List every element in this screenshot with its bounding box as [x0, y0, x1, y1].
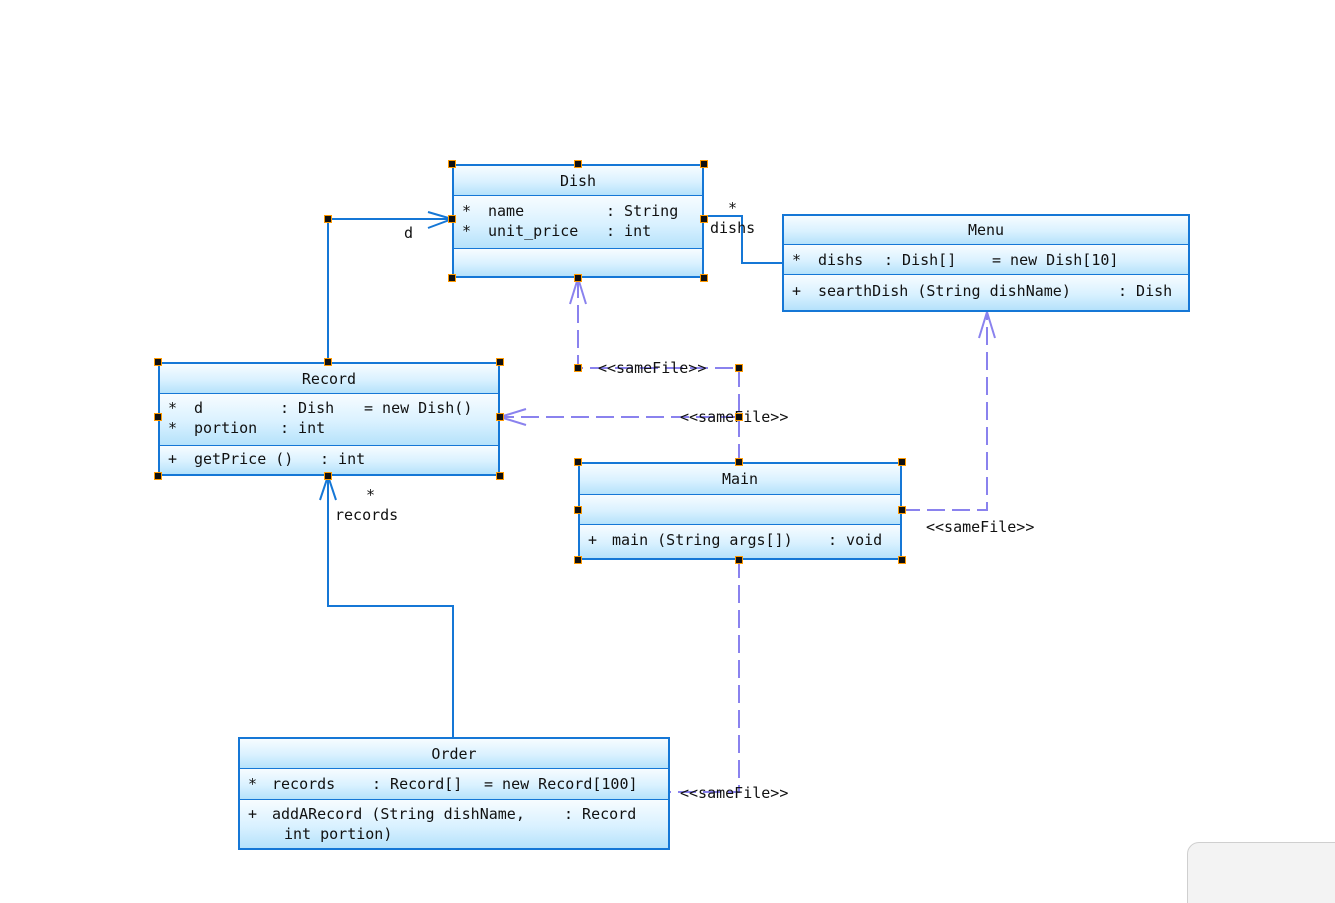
resize-handle[interactable]: [898, 506, 906, 514]
attribute-compartment: [580, 494, 900, 524]
attribute-d[interactable]: * d : Dish = new Dish(): [168, 399, 473, 417]
multiplicity-label-dishs: *: [728, 199, 738, 217]
attribute-dishs[interactable]: * dishs : Dish[] = new Dish[10]: [792, 251, 1119, 269]
resize-handle[interactable]: [324, 358, 332, 366]
class-menu[interactable]: Menu * dishs : Dish[] = new Dish[10] + s…: [782, 214, 1190, 312]
operation-addarecord-continuation: int portion): [284, 825, 393, 843]
attribute-compartment: * name : String * unit_price : int: [454, 195, 702, 248]
class-name: Order: [431, 744, 477, 763]
connector-control-point[interactable]: [735, 364, 743, 372]
stereotype-label-main-menu: <<sameFile>>: [926, 518, 1035, 536]
attribute-unit-price[interactable]: * unit_price : int: [462, 222, 652, 240]
class-name: Main: [721, 470, 759, 488]
association-menu-dish[interactable]: [704, 215, 782, 264]
operation-compartment: + searthDish (String dishName) : Dish: [784, 274, 1188, 310]
resize-handle[interactable]: [898, 458, 906, 466]
operation-searthdish[interactable]: + searthDish (String dishName) : Dish: [792, 282, 1173, 300]
floating-panel[interactable]: [1187, 842, 1335, 903]
resize-handle[interactable]: [700, 274, 708, 282]
attribute-compartment: * d : Dish = new Dish() * portion : int: [160, 393, 498, 445]
role-label-dishs: dishs: [710, 219, 756, 237]
attribute-records[interactable]: * records : Record[] = new Record[100]: [248, 775, 638, 793]
stereotype-label-main-order: <<sameFile>>: [680, 784, 789, 802]
association-order-record[interactable]: [327, 476, 454, 737]
resize-handle[interactable]: [735, 556, 743, 564]
dependency-main-order[interactable]: [670, 560, 740, 793]
attribute-compartment: * dishs : Dish[] = new Dish[10]: [784, 244, 1188, 274]
operation-getprice[interactable]: + getPrice () : int: [168, 450, 366, 468]
dependency-main-dish[interactable]: [577, 278, 740, 462]
class-order[interactable]: Order * records : Record[] = new Record[…: [238, 737, 670, 850]
resize-handle[interactable]: [154, 413, 162, 421]
resize-handle[interactable]: [324, 472, 332, 480]
resize-handle[interactable]: [154, 472, 162, 480]
class-name-compartment: Dish: [454, 166, 702, 195]
role-label-d: d: [404, 224, 414, 242]
connector-control-point[interactable]: [574, 364, 582, 372]
connector-control-point[interactable]: [324, 215, 332, 223]
resize-handle[interactable]: [700, 160, 708, 168]
operation-compartment: [454, 248, 702, 276]
class-name-compartment: Order: [240, 739, 668, 768]
operation-compartment: + main (String args[]) : void: [580, 524, 900, 558]
resize-handle[interactable]: [574, 458, 582, 466]
resize-handle[interactable]: [574, 274, 582, 282]
stereotype-label-main-dish: <<sameFile>>: [598, 359, 707, 377]
operation-addarecord[interactable]: + addARecord (String dishName, : Record: [248, 805, 637, 823]
class-name: Menu: [967, 221, 1005, 239]
operation-compartment: + getPrice () : int: [160, 445, 498, 474]
class-name-compartment: Menu: [784, 216, 1188, 244]
resize-handle[interactable]: [448, 274, 456, 282]
resize-handle[interactable]: [574, 160, 582, 168]
resize-handle[interactable]: [496, 472, 504, 480]
stereotype-label-main-record: <<sameFile>>: [680, 408, 788, 426]
operation-main[interactable]: + main (String args[]) : void: [588, 531, 883, 549]
dependency-main-menu[interactable]: [902, 312, 988, 511]
attribute-compartment: * records : Record[] = new Record[100]: [240, 768, 668, 799]
class-record[interactable]: Record * d : Dish = new Dish() * portion…: [158, 362, 500, 476]
class-dish[interactable]: Dish * name : String * unit_price : int: [452, 164, 704, 278]
multiplicity-label-records: *: [366, 486, 376, 504]
resize-handle[interactable]: [735, 458, 743, 466]
attribute-name[interactable]: * name : String: [462, 202, 679, 220]
resize-handle[interactable]: [898, 556, 906, 564]
class-main[interactable]: Main + main (String args[]) : void: [578, 462, 902, 560]
association-record-dish[interactable]: [327, 218, 452, 362]
attribute-portion[interactable]: * portion : int: [168, 419, 326, 437]
class-name-compartment: Main: [580, 464, 900, 494]
class-name: Dish: [559, 171, 597, 190]
class-name: Record: [301, 369, 357, 388]
operation-compartment: + addARecord (String dishName, : Record …: [240, 799, 668, 848]
resize-handle[interactable]: [574, 556, 582, 564]
role-label-records: records: [335, 506, 399, 524]
resize-handle[interactable]: [154, 358, 162, 366]
resize-handle[interactable]: [496, 358, 504, 366]
connector-control-point[interactable]: [735, 413, 743, 421]
resize-handle[interactable]: [496, 413, 504, 421]
resize-handle[interactable]: [448, 160, 456, 168]
class-name-compartment: Record: [160, 364, 498, 393]
resize-handle[interactable]: [574, 506, 582, 514]
resize-handle[interactable]: [448, 215, 456, 223]
resize-handle[interactable]: [700, 215, 708, 223]
dependency-arrow-menu: [978, 308, 996, 339]
